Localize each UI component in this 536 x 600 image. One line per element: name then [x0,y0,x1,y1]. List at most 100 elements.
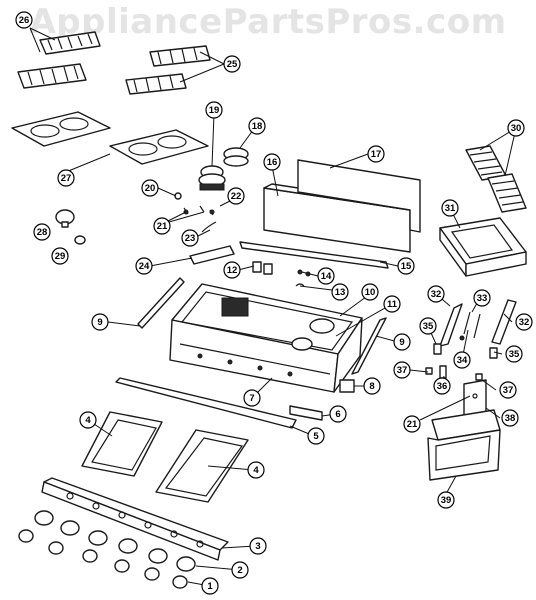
callout-circle [367,145,385,163]
callout-c1: 1 [201,577,219,595]
callout-c9a: 9 [91,313,109,331]
callout-number: 23 [185,233,196,244]
callout-number: 29 [55,251,66,262]
callout-circle [393,333,411,351]
callout-circle [181,229,199,247]
callout-circle [223,55,241,73]
callout-number: 20 [145,183,156,194]
callout-c27: 27 [57,169,75,187]
bar-part-6 [289,405,323,421]
callout-number: 32 [519,317,530,328]
grill-grate-part-25 [125,45,211,95]
callout-number: 9 [97,317,102,328]
bottom-tray-part-4-right [155,429,249,503]
main-chassis [169,283,363,393]
callout-c20: 20 [141,179,159,197]
knob-part-28 [55,209,75,228]
callout-c12: 12 [223,261,241,279]
callout-circle [331,283,349,301]
callout-circle [205,101,223,119]
callout-number: 36 [437,381,448,392]
callout-c9b: 9 [393,333,411,351]
bottom-tray-part-4-left [81,411,163,477]
callout-circle [453,351,471,369]
griddle-plate-part-27 [11,111,209,165]
callout-circle [441,199,459,217]
callout-c38: 38 [501,409,519,427]
callout-c5: 5 [307,427,325,445]
callout-number: 4 [253,465,259,476]
callout-circle [243,389,261,407]
callout-c17: 17 [367,145,385,163]
callout-circle [248,117,266,135]
callout-circle [501,409,519,427]
callout-number: 30 [511,123,522,134]
callout-number: 5 [313,431,319,442]
callout-circle [247,461,265,479]
callout-circle [231,561,249,579]
callout-number: 21 [407,419,418,430]
burner-tube-part-32-left [439,303,463,347]
callout-circle [249,537,267,555]
burner-part-19 [198,165,226,191]
callout-c39: 39 [437,491,455,509]
callout-c35a: 35 [419,317,437,335]
callout-circle [473,289,491,307]
callout-circle [505,345,523,363]
callout-c32b: 32 [515,313,533,331]
callout-number: 27 [61,173,72,184]
callout-c11: 11 [383,295,401,313]
callout-circle [307,427,325,445]
callout-circle [223,261,241,279]
callout-c25: 25 [223,55,241,73]
callout-circle [437,491,455,509]
callout-c13: 13 [331,283,349,301]
callout-circle [329,405,347,423]
callout-number: 7 [249,393,254,404]
callout-number: 26 [19,15,30,26]
callout-c14: 14 [317,267,335,285]
callout-number: 25 [227,59,238,70]
callout-number: 22 [231,191,242,202]
grill-grate-part-30 [465,145,527,213]
bar-part-5 [115,377,297,429]
callout-number: 14 [321,271,332,282]
callout-number: 11 [387,299,398,310]
callout-circle [361,283,379,301]
burner-tube-part-32-right [491,299,517,345]
callout-number: 3 [255,541,260,552]
callout-c22: 22 [227,187,245,205]
callout-c37a: 37 [393,361,411,379]
callout-number: 13 [335,287,346,298]
callout-circle [263,153,281,171]
callout-c15: 15 [397,257,415,275]
callout-number: 8 [369,381,374,392]
callout-number: 34 [457,355,468,366]
callout-c26: 26 [15,11,33,29]
callout-number: 16 [267,157,278,168]
callout-number: 28 [37,227,48,238]
callout-circle [15,11,33,29]
hardware-part-12 [252,261,273,275]
callout-number: 24 [139,261,150,272]
callout-c35b: 35 [505,345,523,363]
callout-c33: 33 [473,289,491,307]
callout-circle [201,577,219,595]
callout-circle [227,187,245,205]
callout-circle [499,381,517,399]
clip-part-37 [425,367,483,381]
callout-circle [57,169,75,187]
callout-c4b: 4 [247,461,265,479]
callout-circle [317,267,335,285]
callout-c19: 19 [205,101,223,119]
knob-part-29 [74,235,86,245]
callout-c10: 10 [361,283,379,301]
side-rail-part-9-left [137,277,185,329]
callout-circle [433,377,451,395]
callout-number: 35 [423,321,434,332]
callout-number: 17 [371,149,382,160]
callout-circle [397,257,415,275]
callout-circle [393,361,411,379]
